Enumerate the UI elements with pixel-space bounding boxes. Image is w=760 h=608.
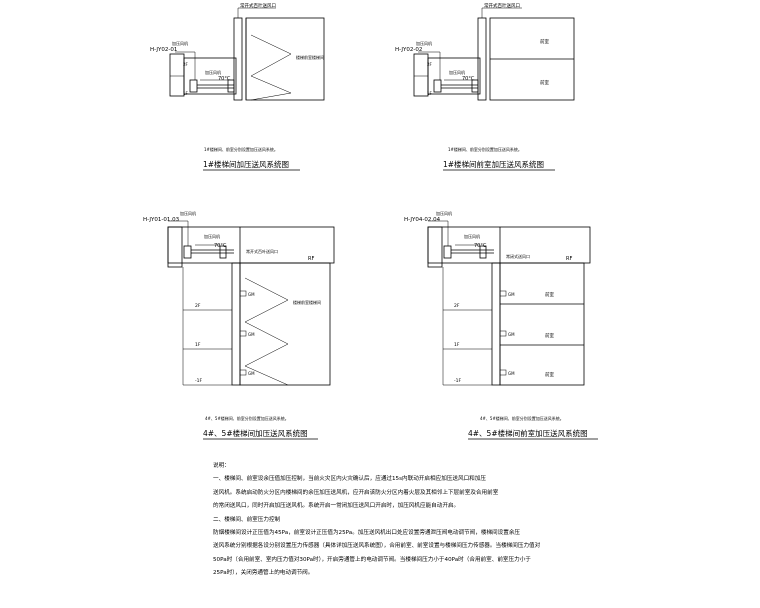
notes-line: 送风机。系统启动防火分区内楼梯间的余压加压送风机，应开启该防火分区内着火层及其相… [213, 489, 499, 496]
diagram-title: 1#楼梯间前室加压送风系统图 [443, 159, 544, 169]
outlet-label: 常开式百叶送风口 [240, 2, 276, 9]
gm-label: GM [508, 332, 515, 337]
roof-label: RF [308, 256, 314, 262]
fan-label-2: 加压风机 [464, 233, 480, 239]
diagram-note: 4#、5#楼梯间、前室分别设置加压送风系统。 [205, 415, 289, 421]
fan-symbol [183, 245, 192, 259]
notes-line: 防烟楼梯间设计正压值为45Pa，前室设计正压值为25Pa。加压送风机出口处应设置… [213, 530, 521, 537]
diagram-antechamber-4-5: 加压风机 H-JY04-02.04 加压风机 70°C 常闭式送风口 RF 2F… [404, 210, 598, 440]
temp-label: 70°C [474, 243, 487, 249]
gm-label: GM [248, 371, 255, 376]
room-label: 前室 [545, 371, 554, 378]
fan-label-2: 加压风机 [205, 69, 221, 75]
damper-symbol [219, 245, 227, 259]
room-label: 前室 [540, 38, 549, 45]
notes-line: 的常闭送风口，同时开启加压送风机。系统开启一常闭加压送风口开启时，加压风机应能自… [213, 503, 460, 510]
notes-line: 25Pa时），关闭旁通管上的电动调节阀。 [213, 570, 314, 577]
room-label: 前室 [545, 332, 554, 339]
notes-line: 一、楼梯间、前室设余压值加压控制，当前火灾区内火灾确认后，应通过15s内联动开启… [213, 476, 486, 483]
diagram-stair-1: 常开式百叶送风口 加压风机 H-JY02-01 加压风机 70°C 2F 1F … [150, 2, 325, 171]
fan-label-2: 加压风机 [204, 233, 220, 239]
room-label: 楼梯前室楼梯间 [293, 299, 321, 305]
fan-label: 加压风机 [416, 40, 432, 46]
device-code: H-JY02-01 [150, 47, 177, 53]
fan-symbol [189, 79, 198, 93]
damper-symbol [471, 79, 479, 93]
outlet-label: 常闭式送风口 [506, 253, 530, 259]
fan-symbol [443, 245, 452, 259]
diagram-title: 1#楼梯间加压送风系统图 [203, 159, 289, 169]
fan-label: 加压风机 [172, 40, 188, 46]
outlet-label: 常开式百叶送风口 [484, 2, 520, 9]
roof-label: RF [566, 256, 572, 262]
gm-label: GM [248, 332, 255, 337]
floor-label: -1F [195, 378, 202, 384]
device-code: H-JY02-02 [395, 47, 422, 53]
floor-label: 2F [454, 303, 460, 309]
gm-label: GM [508, 292, 515, 297]
room-label: 楼梯前室楼梯间 [296, 54, 324, 60]
diagram-title: 4#、5#楼梯间前室加压送风系统图 [468, 428, 588, 438]
design-notes: 说明： 一、楼梯间、前室设余压值加压控制，当前火灾区内火灾确认后，应通过15s内… [213, 460, 541, 581]
floor-label: 1F [454, 342, 460, 348]
notes-line: 二、楼梯间、前室压力控制 [213, 516, 281, 523]
diagram-antechamber-1: 常开式百叶送风口 加压风机 H-JY02-02 加压风机 70°C 2F 1F … [395, 2, 575, 171]
floor-label: 2F [195, 303, 201, 309]
room-label: 前室 [545, 291, 554, 298]
floor-label: 1F [427, 91, 433, 96]
floor-label: 2F [427, 62, 433, 67]
temp-label: 70°C [462, 76, 475, 82]
temp-label: 70°C [218, 76, 231, 82]
diagram-note: 1#楼梯间、前室分别设置加压送风系统。 [204, 146, 278, 152]
floor-label: -1F [454, 378, 461, 384]
fan-label: 加压风机 [436, 210, 452, 216]
notes-line: 50Pa时（合用前室、室内压力值对30Pa时），开启旁通管上的电动调节阀。当楼梯… [213, 556, 531, 563]
floor-label: 2F [183, 62, 189, 67]
outlet-label: 常开式百叶送风口 [246, 248, 278, 254]
gm-label: GM [508, 371, 515, 376]
room-label: 前室 [540, 79, 549, 86]
damper-symbol [479, 245, 487, 259]
diagram-stair-4-5: 加压风机 H-JY01-01.03 加压风机 70°C 常开式百叶送风口 RF … [143, 210, 335, 440]
diagram-note: 1#楼梯间、前室分别设置加压送风系统。 [448, 146, 522, 152]
device-code: H-JY01-01.03 [143, 217, 180, 223]
notes-heading: 说明： [213, 463, 230, 469]
damper-symbol [227, 79, 235, 93]
fan-symbol [433, 79, 442, 93]
device-code: H-JY04-02.04 [404, 217, 441, 223]
diagram-note: 4#、5#楼梯间、前室分别设置加压送风系统。 [480, 415, 564, 421]
diagram-title: 4#、5#楼梯间加压送风系统图 [203, 428, 308, 438]
temp-label: 70°C [214, 243, 227, 249]
floor-label: 1F [183, 91, 189, 96]
fan-label: 加压风机 [180, 210, 196, 216]
floor-label: 1F [195, 342, 201, 348]
fan-label-2: 加压风机 [449, 69, 465, 75]
gm-label: GM [248, 292, 255, 297]
notes-line: 送风系统分别根据各设分别设置压力传感器（具体详加压送风系统图），合用前室、前室设… [213, 543, 541, 550]
